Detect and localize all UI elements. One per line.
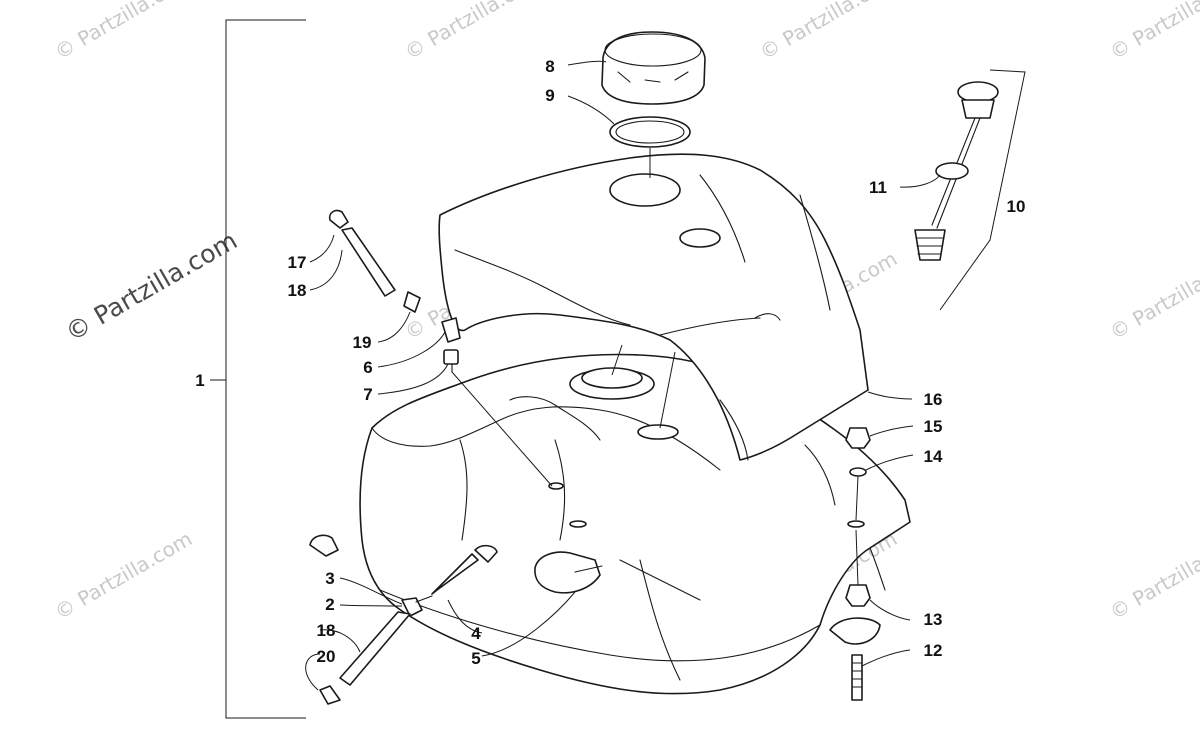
callout-7: 7 [363,385,372,404]
fuel-gauge [914,81,999,261]
callout-13: 13 [924,610,943,629]
callout-17: 17 [288,253,307,272]
callout-18b: 18 [317,621,336,640]
watermark-text: © Partzilla.com [1106,246,1200,344]
callout-14: 14 [924,447,943,466]
callout-19: 19 [353,333,372,352]
watermark-text: © Partzilla.com [51,0,197,64]
callout-15: 15 [924,417,943,436]
callout-6: 6 [363,358,372,377]
callout-11: 11 [869,178,887,197]
callout-20: 20 [317,647,336,666]
cap-gasket [609,116,691,148]
callout-2: 2 [325,595,334,614]
cap-gasket-inner [615,120,685,144]
watermark-main: © Partzilla.com [61,226,243,348]
watermark-text: © Partzilla.com [1106,0,1200,64]
callout-5: 5 [471,649,480,668]
assembly-bracket [210,19,306,719]
tank-cover [438,153,869,461]
watermark-text: © Partzilla.com [756,0,902,64]
callout-16: 16 [924,390,943,409]
callout-8: 8 [545,57,554,76]
callout-3: 3 [325,569,334,588]
callout-labels: 1 2 3 4 5 6 7 8 9 10 11 12 13 14 15 16 1… [195,57,1025,668]
watermark-text: © Partzilla.com [51,526,197,624]
callout-4: 4 [471,624,481,643]
gauge-bracket [939,69,1026,311]
leader-lines [305,60,941,691]
callout-1: 1 [195,371,204,390]
callout-12: 12 [924,641,943,660]
watermark-text: © Partzilla.com [401,0,547,64]
callout-9: 9 [545,86,554,105]
callout-10: 10 [1007,197,1026,216]
gauge-o-ring [935,162,969,180]
vent-hose-assembly [328,209,461,373]
callout-18a: 18 [288,281,307,300]
fuel-cap [601,31,706,105]
petcock-assembly [309,534,603,705]
watermark-text: © Partzilla.com [1106,526,1200,624]
